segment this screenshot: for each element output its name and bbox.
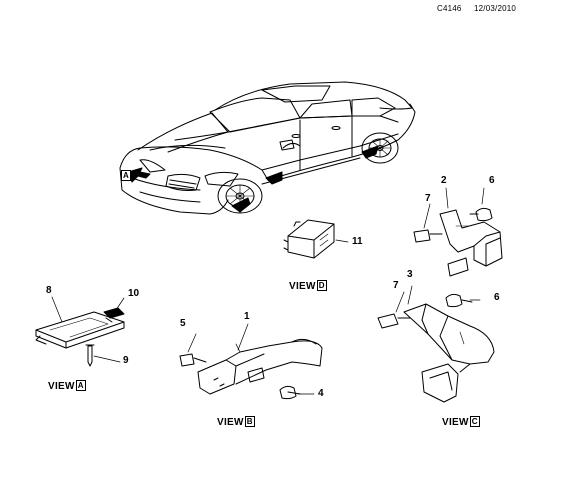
view-a-marker: A [121, 170, 131, 181]
part-number-1: 1 [244, 311, 250, 322]
leader-lines-b [187, 323, 315, 395]
part-number-4: 4 [318, 388, 324, 399]
part-number-2: 2 [441, 175, 447, 186]
view-a-letter: A [75, 380, 86, 391]
clip-part-10 [103, 307, 125, 323]
part-number-10: 10 [128, 288, 140, 299]
screw-part-7-upper [413, 229, 443, 243]
screw-part-9 [85, 344, 95, 367]
diagram-code: C4146 [437, 4, 462, 13]
part-number-7-upper: 7 [425, 193, 431, 204]
view-c-letter: C [469, 416, 480, 427]
bolt-part-4 [279, 385, 301, 400]
leader-lines-a [51, 296, 125, 363]
part-number-6-lower: 6 [494, 292, 500, 303]
part-number-5: 5 [180, 318, 186, 329]
diagram-date: 12/03/2010 [474, 4, 517, 13]
leader-lines-c [395, 187, 485, 313]
part-number-3: 3 [407, 269, 413, 280]
sensor-bracket-part-1 [197, 338, 323, 395]
view-b-letter: B [244, 416, 255, 427]
screw-part-7-lower [377, 313, 411, 329]
leader-line-d [335, 239, 349, 243]
car-illustration [119, 81, 416, 215]
control-unit-part-11 [283, 219, 335, 259]
view-d-letter: D [316, 280, 327, 291]
module-part-8 [35, 311, 125, 349]
part-number-9: 9 [123, 355, 129, 366]
part-number-7-lower: 7 [393, 280, 399, 291]
bolt-part-6-lower [445, 293, 473, 308]
sensor-bracket-part-3 [403, 303, 495, 403]
sensor-bracket-part-2 [439, 209, 503, 277]
part-number-11: 11 [352, 236, 363, 247]
part-number-8: 8 [46, 285, 52, 296]
bolt-part-5 [179, 353, 207, 367]
part-number-6-upper: 6 [489, 175, 495, 186]
bolt-part-6-upper [469, 207, 493, 222]
